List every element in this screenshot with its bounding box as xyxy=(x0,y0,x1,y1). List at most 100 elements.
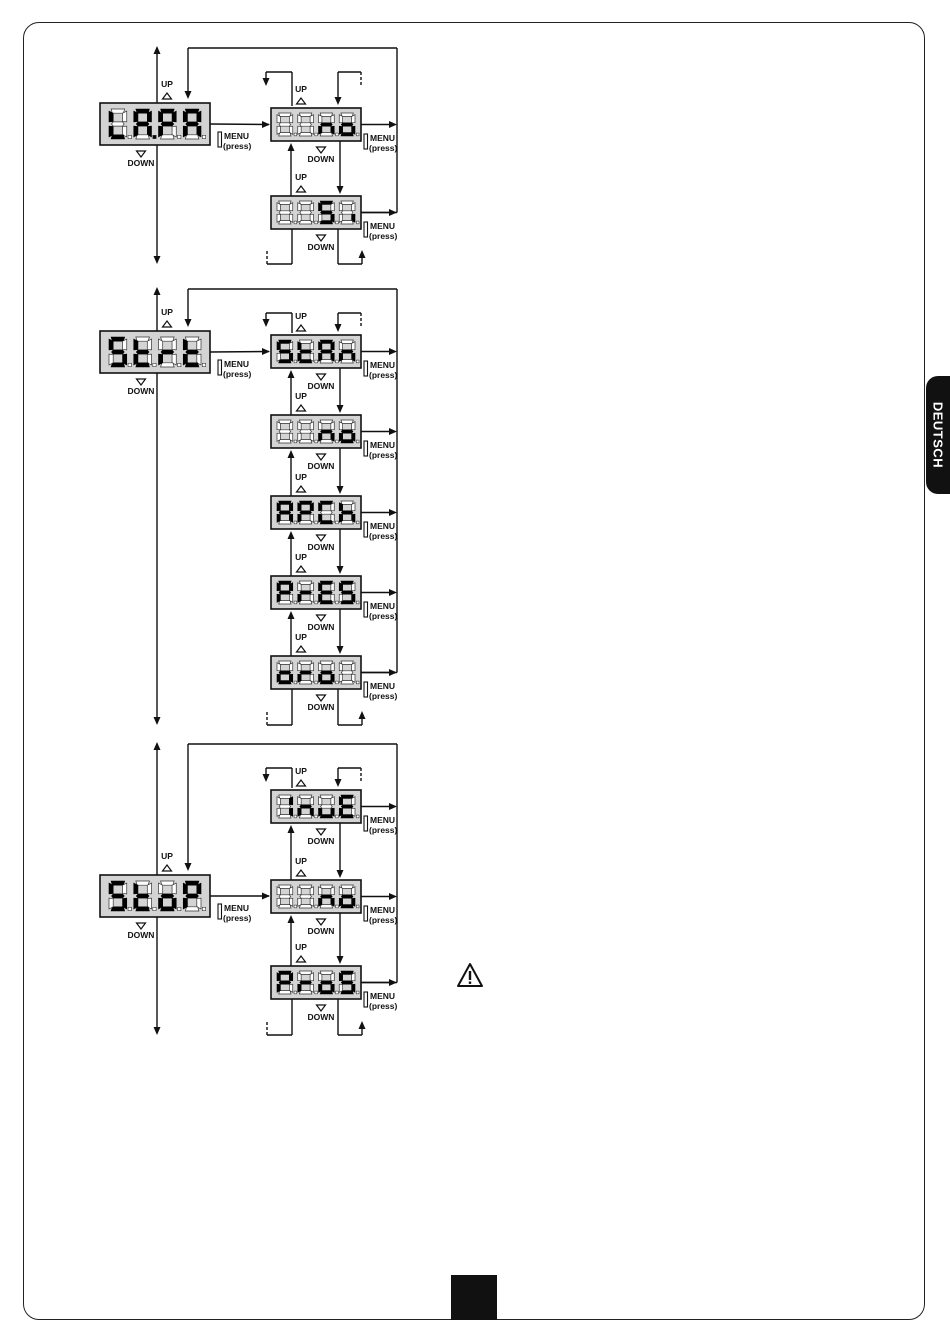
down-label: DOWN xyxy=(128,386,155,396)
display-segment xyxy=(341,661,353,664)
up-triangle-icon xyxy=(297,646,306,652)
press-label: (press) xyxy=(369,915,398,925)
decimal-point xyxy=(336,133,339,136)
decimal-point xyxy=(202,363,205,366)
display-segment xyxy=(331,203,334,211)
display-segment xyxy=(310,342,313,350)
decimal-point xyxy=(315,991,318,994)
up-label: UP xyxy=(295,311,307,321)
decimal-point xyxy=(294,601,297,604)
press-label: (press) xyxy=(369,450,398,460)
display-segment xyxy=(298,898,301,906)
display-segment xyxy=(320,340,332,343)
option-display: no xyxy=(271,880,361,913)
display-segment xyxy=(147,339,151,350)
display-segment xyxy=(279,981,291,984)
decimal-point xyxy=(356,360,359,363)
menu-label: MENU xyxy=(370,681,395,691)
up-label: UP xyxy=(295,172,307,182)
display-segment xyxy=(321,591,333,594)
display-segment xyxy=(279,340,291,343)
display-segment xyxy=(321,123,333,126)
display-segment xyxy=(111,881,125,885)
option-display: Si xyxy=(271,196,361,229)
display-segment xyxy=(339,422,342,430)
display-segment xyxy=(310,887,313,895)
display-segment xyxy=(331,583,334,591)
arrowhead xyxy=(389,509,397,516)
display-segment xyxy=(298,115,301,123)
display-segment xyxy=(186,894,199,898)
display-segment xyxy=(339,594,342,602)
display-segment xyxy=(320,905,332,908)
display-segment xyxy=(341,201,353,204)
display-segment xyxy=(299,221,311,224)
up-triangle-icon xyxy=(297,186,306,192)
display-segment xyxy=(159,354,163,365)
display-segment xyxy=(298,583,301,591)
display-segment xyxy=(299,581,311,584)
decimal-point xyxy=(128,135,131,138)
display-segment xyxy=(321,805,333,808)
display-segment xyxy=(319,583,322,591)
language-tab[interactable]: DEUTSCH xyxy=(926,376,950,494)
decimal-point xyxy=(336,815,339,818)
down-triangle-icon xyxy=(317,535,326,541)
up-triangle-icon xyxy=(163,865,172,871)
display-segment xyxy=(134,339,138,350)
display-segment xyxy=(298,674,301,682)
display-segment xyxy=(299,681,311,684)
display-segment xyxy=(279,133,291,136)
press-label: (press) xyxy=(369,143,398,153)
display-segment xyxy=(279,113,291,116)
display-segment xyxy=(298,984,301,992)
down-triangle-icon xyxy=(317,695,326,701)
arrowhead xyxy=(389,669,397,676)
up-label: UP xyxy=(295,472,307,482)
main-display: Strt xyxy=(100,331,210,373)
display-segment xyxy=(331,503,334,511)
down-triangle-icon xyxy=(317,1005,326,1011)
option-display: no xyxy=(271,108,361,141)
display-segment xyxy=(136,135,150,139)
option-display: APCh xyxy=(271,496,361,529)
display-segment xyxy=(112,122,125,126)
arrowhead xyxy=(389,209,397,216)
decimal-point xyxy=(315,521,318,524)
display-segment xyxy=(298,808,301,816)
display-segment xyxy=(321,350,333,353)
option-display: InvE xyxy=(271,790,361,823)
display-segment xyxy=(134,126,138,137)
display-segment xyxy=(111,109,125,113)
arrowhead xyxy=(335,779,342,787)
decimal-point xyxy=(356,905,359,908)
display-segment xyxy=(299,971,311,974)
press-label: (press) xyxy=(223,141,252,151)
display-segment xyxy=(299,521,311,524)
display-segment xyxy=(277,433,280,441)
display-segment xyxy=(320,661,332,664)
display-segment xyxy=(134,354,138,365)
up-triangle-icon xyxy=(297,956,306,962)
display-segment xyxy=(320,133,332,136)
display-segment xyxy=(341,211,353,214)
display-segment xyxy=(331,973,334,981)
display-segment xyxy=(341,681,353,684)
display-segment xyxy=(277,214,280,222)
decimal-point xyxy=(356,133,359,136)
display-segment xyxy=(300,123,312,126)
down-triangle-icon xyxy=(317,829,326,835)
display-segment xyxy=(186,122,199,126)
display-segment xyxy=(277,887,280,895)
display-segment xyxy=(352,342,355,350)
display-segment xyxy=(300,211,312,214)
menu-button-icon xyxy=(364,134,368,149)
down-triangle-icon xyxy=(137,379,146,385)
arrowhead xyxy=(154,256,161,264)
display-segment xyxy=(298,126,301,134)
display-segment xyxy=(279,521,291,524)
display-segment xyxy=(279,681,291,684)
display-segment xyxy=(112,894,125,898)
decimal-point xyxy=(315,681,318,684)
menu-label: MENU xyxy=(224,131,249,141)
